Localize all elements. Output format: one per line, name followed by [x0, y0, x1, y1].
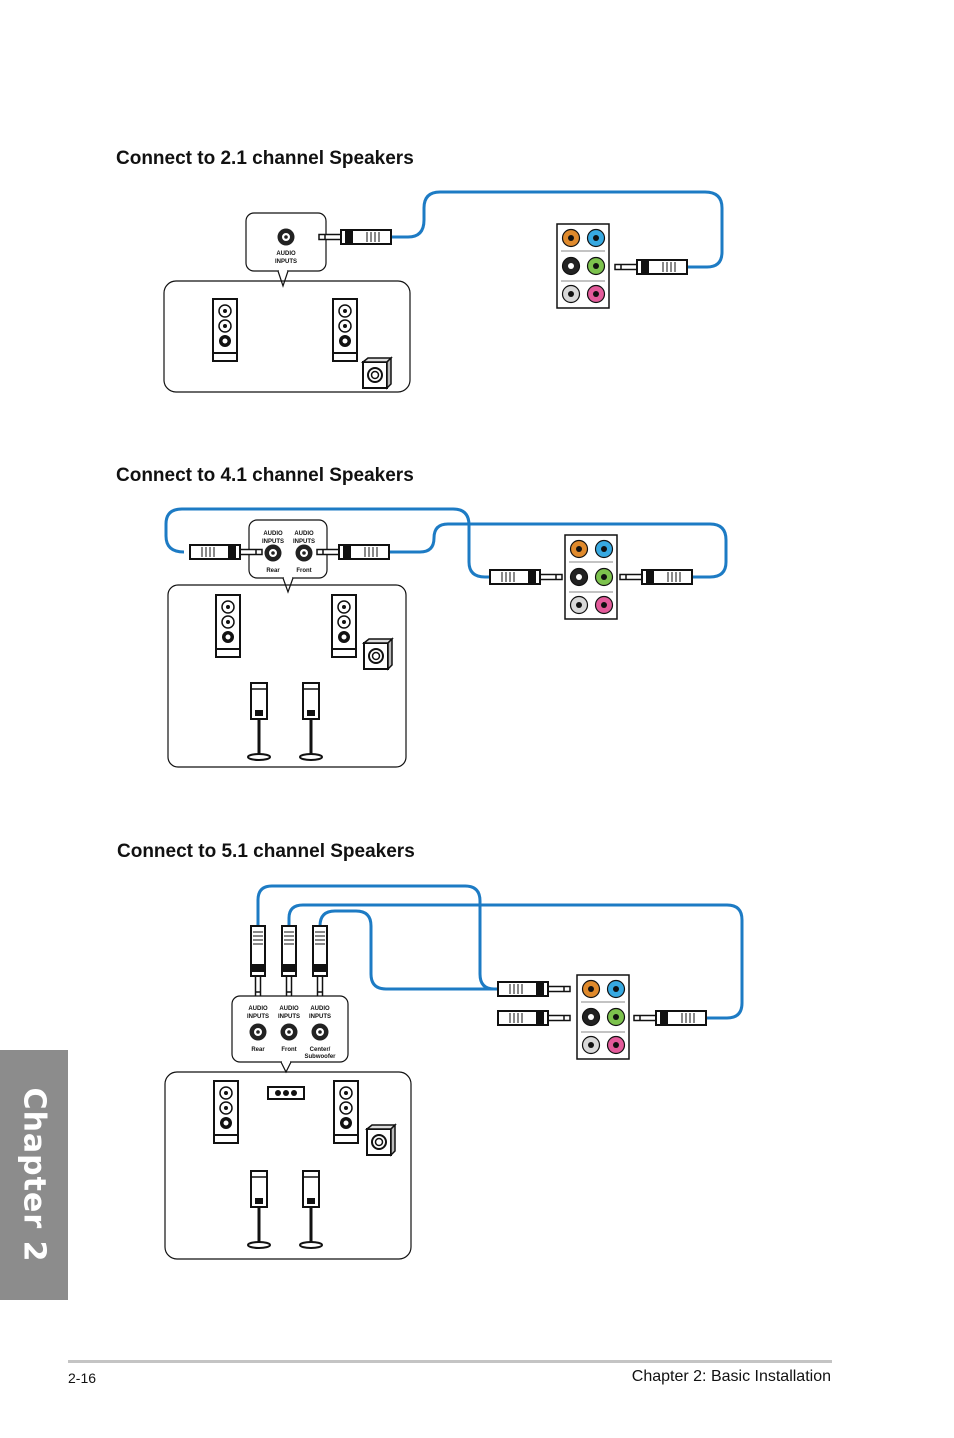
- audio-plug-icon: [633, 1010, 707, 1026]
- floor-speaker-icon: [215, 594, 241, 658]
- audio-inputs-label: INPUTS: [262, 539, 284, 545]
- page-number: 2-16: [68, 1370, 97, 1386]
- floor-speaker-icon: [333, 1080, 359, 1144]
- center-speaker-icon: [267, 1086, 305, 1100]
- audio-cable: [256, 884, 498, 991]
- audio-inputs-label: AUDIO: [263, 531, 283, 537]
- subwoofer-icon: [362, 357, 392, 389]
- audio-input-jack-icon: [277, 228, 295, 246]
- front-label: Front: [296, 568, 311, 574]
- audio-inputs-label: AUDIO: [310, 1006, 330, 1012]
- audio-input-jack-icon: [249, 1023, 267, 1041]
- heading-5-1-channel: Connect to 5.1 channel Speakers: [117, 841, 415, 862]
- satellite-speaker-icon: [246, 1169, 272, 1250]
- front-label: Front: [281, 1047, 296, 1053]
- speaker-group-box: [167, 584, 407, 768]
- audio-inputs-label: AUDIO: [279, 1006, 299, 1012]
- audio-inputs-label: INPUTS: [275, 259, 297, 265]
- heading-4-1-channel: Connect to 4.1 channel Speakers: [116, 465, 414, 486]
- audio-plug-icon: [281, 925, 297, 999]
- audio-cable: [392, 190, 724, 269]
- rear-label: Rear: [266, 568, 280, 574]
- footer-chapter-title: Chapter 2: Basic Installation: [631, 1368, 831, 1385]
- diagram-5-1-channel: AUDIO INPUTS AUDIO INPUTS AUDIO INPUTS R…: [164, 884, 744, 1260]
- diagram-2-1-channel: AUDIO INPUTS: [163, 190, 724, 393]
- satellite-speaker-icon: [246, 681, 272, 762]
- audio-input-jack-icon: [295, 544, 313, 562]
- audio-plug-icon: [489, 569, 563, 585]
- speaker-group-box: [164, 1071, 412, 1260]
- audio-jack-panel-icon: [564, 534, 618, 620]
- floor-speaker-icon: [331, 594, 357, 658]
- audio-inputs-label: INPUTS: [247, 1014, 269, 1020]
- footer-divider: [68, 1360, 832, 1363]
- audio-cable: [390, 522, 728, 579]
- audio-cable: [318, 909, 498, 991]
- chapter-tab-label: Chapter 2: [16, 1087, 52, 1263]
- audio-plug-icon: [250, 925, 266, 999]
- audio-inputs-label: INPUTS: [293, 539, 315, 545]
- audio-inputs-label: AUDIO: [294, 531, 314, 537]
- audio-cable: [164, 507, 490, 579]
- audio-cable: [287, 903, 744, 1020]
- subwoofer-icon: [366, 1124, 396, 1156]
- audio-input-jack-icon: [280, 1023, 298, 1041]
- subwoofer-icon: [363, 638, 393, 670]
- audio-inputs-label: AUDIO: [276, 251, 296, 257]
- satellite-speaker-icon: [298, 681, 324, 762]
- subwoofer-label: Subwoofer: [305, 1054, 337, 1060]
- rear-label: Rear: [251, 1047, 265, 1053]
- chapter-tab: Chapter 2: [0, 1050, 68, 1300]
- speaker-group-box: [163, 280, 411, 393]
- audio-plug-icon: [614, 259, 688, 275]
- audio-inputs-label: INPUTS: [278, 1014, 300, 1020]
- audio-plug-icon: [318, 229, 392, 245]
- satellite-speaker-icon: [298, 1169, 324, 1250]
- heading-2-1-channel: Connect to 2.1 channel Speakers: [116, 148, 414, 169]
- audio-inputs-label: AUDIO: [248, 1006, 268, 1012]
- diagram-4-1-channel: AUDIO INPUTS AUDIO INPUTS Rear Front: [164, 507, 728, 768]
- audio-plug-icon: [312, 925, 328, 999]
- floor-speaker-icon: [332, 298, 358, 362]
- audio-plug-icon: [497, 981, 571, 997]
- audio-jack-panel-icon: [576, 974, 630, 1060]
- floor-speaker-icon: [212, 298, 238, 362]
- audio-plug-icon: [316, 544, 390, 560]
- audio-input-jack-icon: [311, 1023, 329, 1041]
- audio-input-jack-icon: [264, 544, 282, 562]
- floor-speaker-icon: [213, 1080, 239, 1144]
- audio-plug-icon: [497, 1010, 571, 1026]
- audio-jack-panel-icon: [556, 223, 610, 309]
- center-label: Center/: [310, 1047, 331, 1053]
- audio-inputs-label: INPUTS: [309, 1014, 331, 1020]
- audio-plug-icon: [619, 569, 693, 585]
